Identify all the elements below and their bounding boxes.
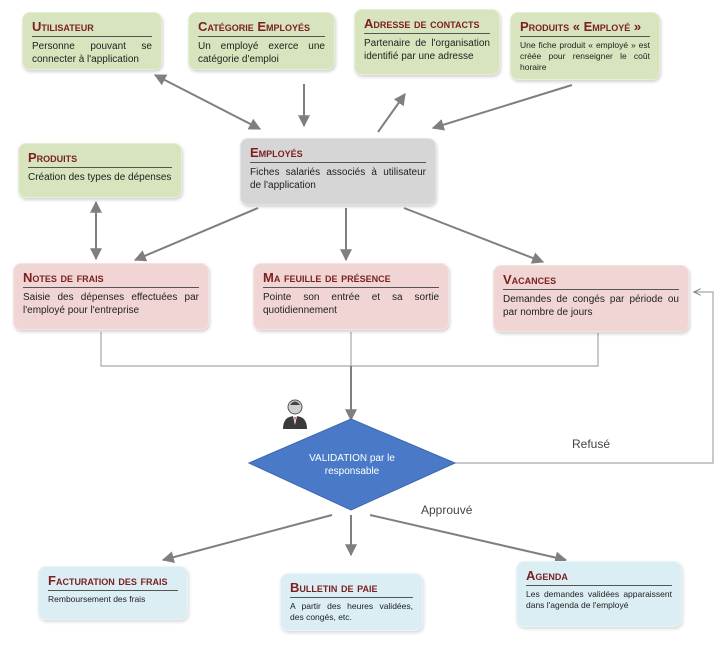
node-title: Ma feuille de présence [263,270,439,288]
node-desc: Demandes de congés par période ou par no… [503,294,679,318]
node-feuille-presence: Ma feuille de présence Pointe son entrée… [253,263,449,330]
node-categorie: Catégorie Employés Un employé exerce une… [188,12,335,70]
node-desc: Création des types de dépenses [28,172,172,183]
edge-label-approuve: Approuvé [421,503,473,517]
validation-label: VALIDATION par le responsable [309,453,395,477]
node-title: Catégorie Employés [198,19,325,37]
node-title: Vacances [503,272,679,290]
node-produits: Produits Création des types de dépenses [18,143,182,198]
node-title: Employés [250,145,426,163]
arrow-employes-notes [133,207,259,262]
node-title: Notes de frais [23,270,199,288]
node-title: Produits [28,150,172,168]
node-bulletin: Bulletin de paie A partir des heures val… [280,573,423,631]
node-title: Adresse de contacts [364,16,490,34]
node-title: Facturation des frais [48,573,178,591]
node-utilisateur: Utilisateur Personne pouvant se connecte… [22,12,162,70]
arrow-refuse [455,292,714,464]
node-title: Bulletin de paie [290,580,413,598]
edge-label-refuse: Refusé [572,437,611,451]
node-facturation: Facturation des frais Remboursement des … [38,566,188,620]
node-produits-employe: Produits « Employé » Une fiche produit «… [510,12,660,80]
node-desc: Une fiche produit « employé » est créée … [520,40,650,72]
node-desc: Les demandes validées apparaissent dans … [526,589,672,610]
node-desc: Partenaire de l'organisation identifié p… [364,38,490,62]
node-desc: Saisie des dépenses effectuées par l'emp… [23,292,199,316]
node-title: Utilisateur [32,19,152,37]
arrow-utilisateur-employes [153,74,262,130]
arrow-validation-agenda [369,514,568,564]
node-employes: Employés Fiches salariés associés à util… [240,138,436,205]
arrow-produitsemploye-employes [431,84,573,131]
node-vacances: Vacances Demandes de congés par période … [493,265,689,332]
user-icon [283,399,307,429]
arrow-employes-vacances [403,207,545,264]
node-desc: Un employé exerce une catégorie d'emploi [198,41,325,65]
arrow-employes-adresse [377,93,406,133]
node-notes-de-frais: Notes de frais Saisie des dépenses effec… [13,263,209,330]
node-title: Agenda [526,568,672,586]
node-title: Produits « Employé » [520,19,650,37]
node-desc: Fiches salariés associés à utilisateur d… [250,167,426,191]
node-desc: A partir des heures validées, des congés… [290,601,413,622]
collector-line [100,332,599,367]
arrow-validation-facturation [161,514,333,564]
node-adresse: Adresse de contacts Partenaire de l'orga… [354,9,500,75]
node-agenda: Agenda Les demandes validées apparaissen… [516,561,682,627]
node-desc: Remboursement des frais [48,594,146,604]
node-desc: Pointe son entrée et sa sortie quotidien… [263,292,439,316]
node-desc: Personne pouvant se connecter à l'applic… [32,41,152,65]
validation-diamond [247,418,457,511]
